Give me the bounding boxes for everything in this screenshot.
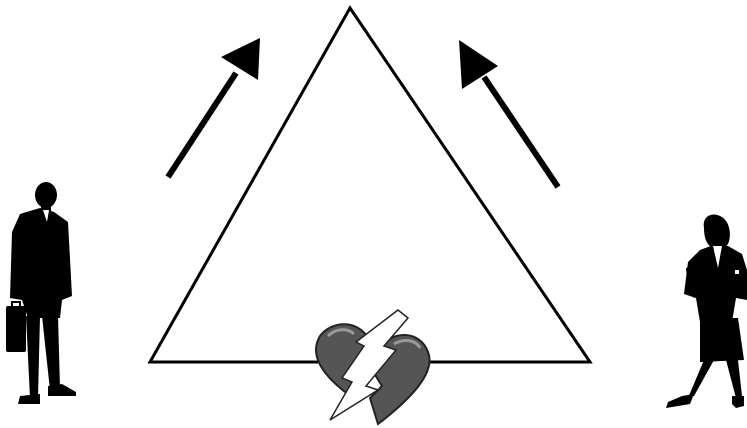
broken-heart-icon — [316, 310, 430, 424]
triangle-shape — [150, 8, 590, 362]
right-up-arrow — [459, 40, 558, 187]
businessman-silhouette-icon — [6, 182, 76, 404]
businesswoman-silhouette-icon — [666, 215, 747, 409]
left-up-arrow — [168, 38, 260, 177]
